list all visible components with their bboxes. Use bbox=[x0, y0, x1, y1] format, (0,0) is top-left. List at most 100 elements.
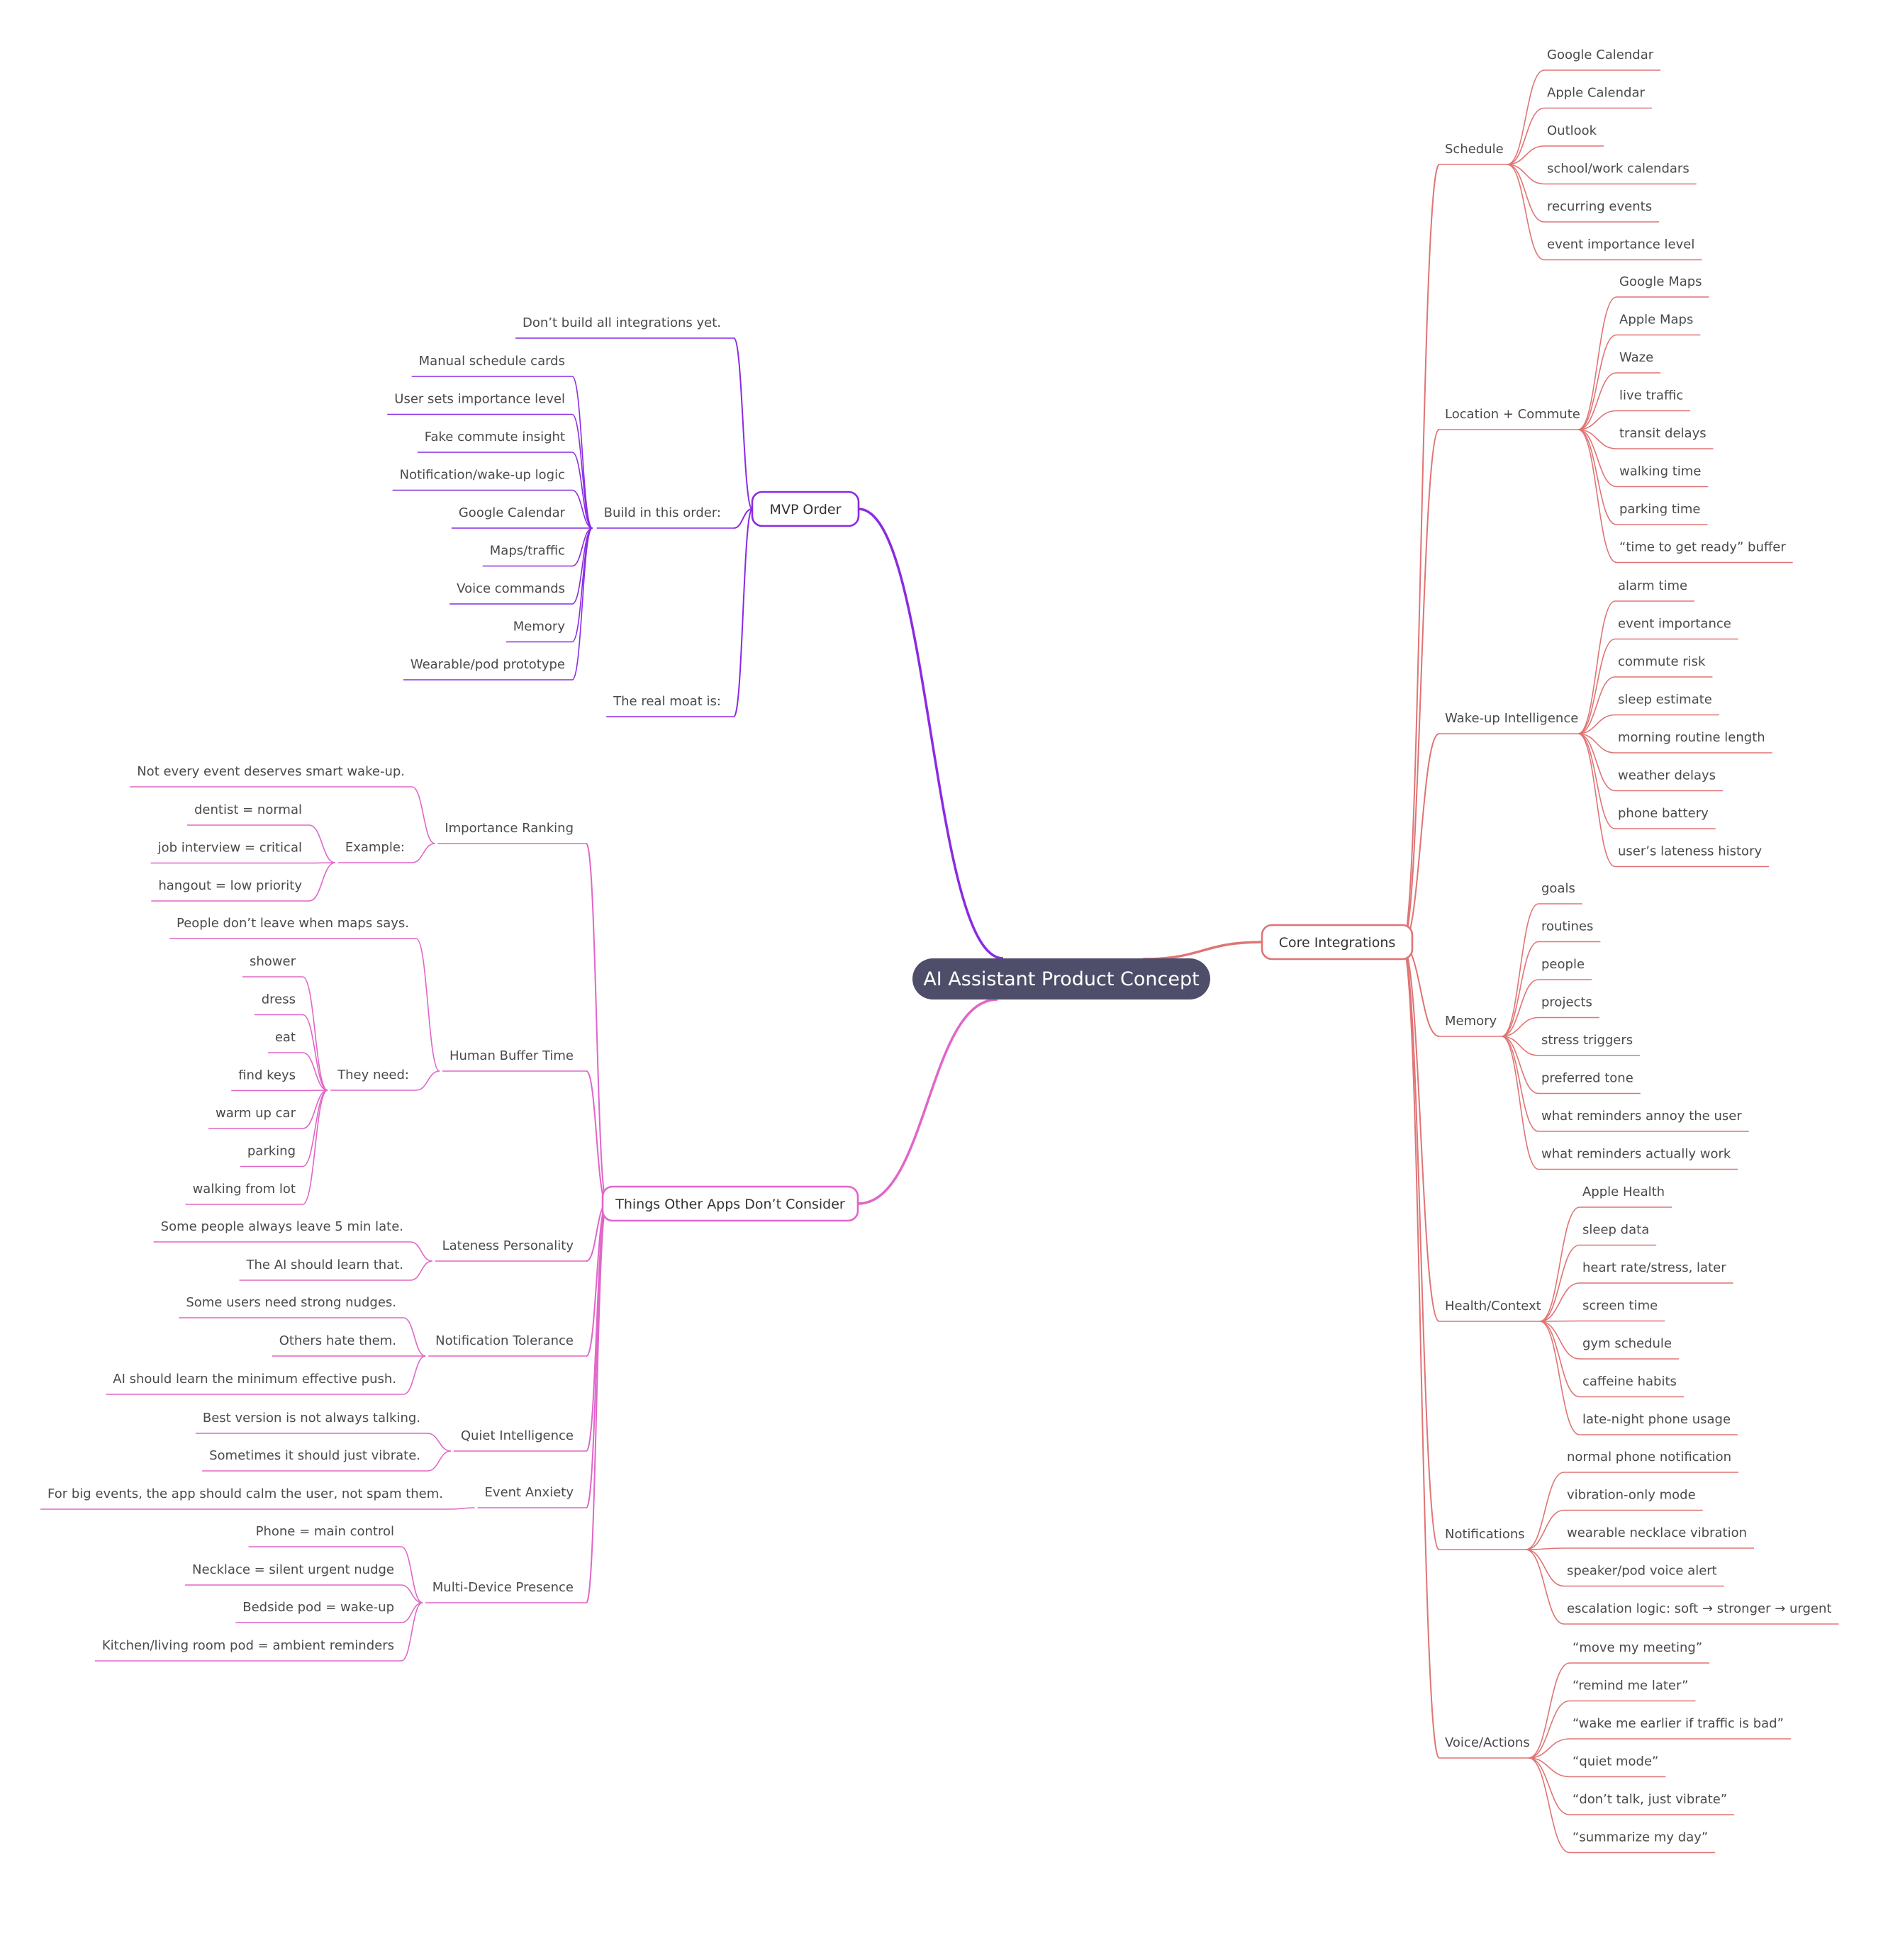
connector-leaf-sleep-estimate bbox=[1577, 714, 1616, 734]
connector-detail-parking bbox=[302, 1090, 328, 1167]
topic-notification-tolerance: Notification Tolerance bbox=[435, 1333, 574, 1348]
things-other-apps-node[interactable] bbox=[601, 1185, 859, 1222]
connector-mvp-step-maps-traffic bbox=[571, 527, 593, 567]
leaf-vibration-only-mode: vibration-only mode bbox=[1567, 1488, 1696, 1503]
mvp-step-manual-schedule-cards: Manual schedule cards bbox=[419, 354, 565, 369]
detail-find-keys: find keys bbox=[238, 1068, 296, 1083]
connector-mvp-step-user-sets-importance-level bbox=[571, 413, 593, 529]
category-schedule: Schedule bbox=[1445, 142, 1504, 157]
connector-detail-shower bbox=[302, 976, 328, 1091]
connector-detail-dress bbox=[302, 1014, 328, 1091]
connector-leaf-projects bbox=[1501, 1017, 1539, 1037]
connector-leaf-gym-schedule bbox=[1539, 1321, 1580, 1360]
connector-root-core-integrations bbox=[1142, 941, 1263, 961]
leaf-what-reminders-actually-work: what reminders actually work bbox=[1541, 1147, 1731, 1162]
detail-dress: dress bbox=[262, 992, 296, 1007]
connector-leaf-alarm-time bbox=[1577, 600, 1616, 734]
note-some-people-always-leave-5-min-late: Some people always leave 5 min late. bbox=[161, 1219, 403, 1234]
connector-note-sometimes-it-should-just-vibrate bbox=[427, 1450, 451, 1472]
connector-note-kitchen-living-room-pod-ambient-reminder bbox=[401, 1602, 423, 1662]
category-health-context: Health/Context bbox=[1445, 1299, 1541, 1314]
connector-leaf-caffeine-habits bbox=[1539, 1321, 1580, 1398]
connector-leaf-transit-delays bbox=[1577, 429, 1617, 449]
topic-multi-device-presence: Multi-Device Presence bbox=[432, 1580, 574, 1595]
root-node[interactable] bbox=[912, 958, 1210, 999]
connector-leaf-live-traffic bbox=[1577, 410, 1617, 430]
note-some-users-need-strong-nudges: Some users need strong nudges. bbox=[186, 1295, 396, 1310]
note-ai-should-learn-the-minimum-effective-pu: AI should learn the minimum effective pu… bbox=[113, 1372, 396, 1387]
mvp-order-node[interactable] bbox=[751, 491, 860, 527]
things-other-apps-node-label: Things Other Apps Don’t Consider bbox=[615, 1197, 845, 1212]
leaf-escalation-logic-soft-stronger-urgent: escalation logic: soft → stronger → urge… bbox=[1567, 1601, 1831, 1616]
connector-category-location-commute bbox=[1402, 429, 1440, 946]
connector-leaf-google-maps bbox=[1577, 296, 1617, 430]
leaf-sleep-estimate: sleep estimate bbox=[1618, 693, 1712, 707]
connector-detail-dentist-normal bbox=[308, 824, 336, 863]
leaf-projects: projects bbox=[1541, 995, 1592, 1010]
core-integrations-node[interactable] bbox=[1261, 924, 1414, 961]
connector-leaf-summarize-my-day bbox=[1528, 1757, 1570, 1854]
connector-note-some-people-always-leave-5-min-late bbox=[410, 1241, 432, 1262]
leaf-stress-triggers: stress triggers bbox=[1541, 1033, 1633, 1048]
connector-leaf-quiet-mode bbox=[1528, 1757, 1570, 1778]
category-voice-actions: Voice/Actions bbox=[1445, 1735, 1530, 1750]
connector-leaf-remind-me-later bbox=[1528, 1700, 1570, 1759]
leaf-summarize-my-day: “summarize my day” bbox=[1573, 1830, 1708, 1845]
connector-leaf-wearable-necklace-vibration bbox=[1525, 1547, 1565, 1550]
connector-mvp-build-in-this-order bbox=[733, 508, 753, 529]
leaf-preferred-tone: preferred tone bbox=[1541, 1071, 1633, 1086]
connector-leaf-late-night-phone-usage bbox=[1539, 1321, 1580, 1435]
connector-leaf-goals bbox=[1501, 903, 1539, 1037]
detail-eat: eat bbox=[275, 1030, 296, 1045]
connector-layer bbox=[40, 69, 1839, 1854]
note-best-version-is-not-always-talking: Best version is not always talking. bbox=[203, 1411, 420, 1426]
connector-leaf-user-s-lateness-history bbox=[1577, 733, 1616, 868]
connector-detail-eat bbox=[302, 1052, 328, 1091]
connector-leaf-what-reminders-annoy-the-user bbox=[1501, 1036, 1539, 1132]
connector-leaf-apple-maps bbox=[1577, 334, 1617, 430]
leaf-alarm-time: alarm time bbox=[1618, 578, 1687, 593]
mvp-step-voice-commands: Voice commands bbox=[457, 581, 565, 596]
leaf-people: people bbox=[1541, 957, 1585, 972]
connector-leaf-what-reminders-actually-work bbox=[1501, 1036, 1539, 1170]
connector-leaf-normal-phone-notification bbox=[1525, 1472, 1565, 1550]
connector-leaf-walking-time bbox=[1577, 429, 1617, 488]
connector-note-example bbox=[411, 843, 435, 863]
topic-quiet-intelligence: Quiet Intelligence bbox=[461, 1428, 574, 1443]
mvp-build-in-this-order: Build in this order: bbox=[604, 505, 721, 520]
connector-leaf-apple-calendar bbox=[1507, 107, 1545, 165]
mvp-step-fake-commute-insight: Fake commute insight bbox=[425, 430, 565, 444]
leaf-screen-time: screen time bbox=[1582, 1299, 1658, 1314]
connector-leaf-school-work-calendars bbox=[1507, 164, 1545, 185]
leaf-late-night-phone-usage: late-night phone usage bbox=[1582, 1412, 1731, 1427]
leaf-school-work-calendars: school/work calendars bbox=[1547, 162, 1689, 177]
note-example: Example: bbox=[345, 840, 405, 855]
category-wake-up-intelligence: Wake-up Intelligence bbox=[1445, 711, 1578, 726]
connector-leaf-screen-time bbox=[1539, 1320, 1580, 1322]
core-integrations-node-label: Core Integrations bbox=[1279, 935, 1396, 951]
topic-lateness-personality: Lateness Personality bbox=[442, 1238, 574, 1253]
connector-leaf-event-importance-level bbox=[1507, 164, 1545, 261]
mvp-step-user-sets-importance-level: User sets importance level bbox=[394, 392, 565, 407]
connector-leaf-stress-triggers bbox=[1501, 1036, 1539, 1056]
category-memory: Memory bbox=[1445, 1014, 1497, 1029]
leaf-time-to-get-ready-buffer: “time to get ready” buffer bbox=[1619, 540, 1786, 555]
note-kitchen-living-room-pod-ambient-reminder: Kitchen/living room pod = ambient remind… bbox=[102, 1638, 394, 1653]
leaf-waze: Waze bbox=[1619, 350, 1653, 365]
leaf-google-maps: Google Maps bbox=[1619, 274, 1702, 289]
connector-leaf-escalation-logic-soft-stronger-urgent bbox=[1525, 1549, 1565, 1625]
connector-leaf-outlook bbox=[1507, 145, 1545, 165]
mvp-step-maps-traffic: Maps/traffic bbox=[490, 544, 565, 559]
connector-topic-event-anxiety bbox=[586, 1203, 608, 1508]
connector-leaf-don-t-talk-just-vibrate bbox=[1528, 1757, 1570, 1815]
connector-topic-human-buffer-time bbox=[586, 1070, 608, 1204]
connector-leaf-weather-delays bbox=[1577, 733, 1616, 792]
connector-note-phone-main-control bbox=[401, 1546, 423, 1603]
leaf-routines: routines bbox=[1541, 919, 1593, 934]
leaf-wake-me-earlier-if-traffic-is-bad: “wake me earlier if traffic is bad” bbox=[1573, 1716, 1784, 1731]
note-bedside-pod-wake-up: Bedside pod = wake-up bbox=[242, 1600, 394, 1615]
leaf-google-calendar: Google Calendar bbox=[1547, 47, 1654, 62]
category-notifications: Notifications bbox=[1445, 1527, 1525, 1542]
detail-job-interview-critical: job interview = critical bbox=[157, 841, 302, 856]
